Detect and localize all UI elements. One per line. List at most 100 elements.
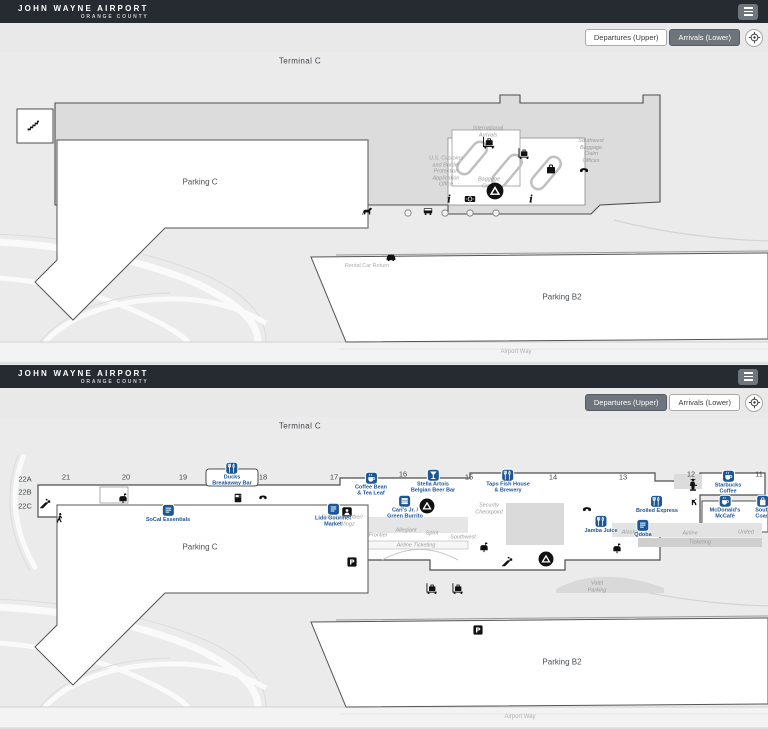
arrivals-lower-button[interactable]: Arrivals (Lower) — [669, 394, 740, 411]
suitcase-icon — [545, 163, 557, 175]
map-label-parking-b2: Parking B2 — [542, 657, 582, 667]
poi-label: Stella Artois Belgian Beer Bar — [410, 481, 456, 494]
map-label-airport-way: Airport Way — [500, 349, 532, 355]
poi-carl-s-jr-green-burrito[interactable]: Carl's Jr. / Green Burrito — [387, 495, 423, 521]
coffee-icon — [719, 495, 731, 507]
departures-upper-button[interactable]: Departures (Upper) — [584, 394, 668, 411]
stop-icon — [492, 209, 501, 218]
stairs-icon — [27, 119, 40, 132]
dining-icon — [502, 469, 514, 481]
poi-label: Ducks Breakaway Bar — [212, 474, 252, 487]
gate-13: 13 — [618, 472, 628, 482]
poi-coffee-bean-tea-leaf[interactable]: Coffee Bean & Tea Leaf — [354, 472, 388, 498]
currency-icon — [464, 193, 476, 205]
fountain-icon — [689, 496, 699, 506]
bag-icon — [757, 495, 768, 507]
poi-socal-essentials[interactable]: SoCal Essentials — [145, 504, 191, 523]
airport-name: JOHN WAYNE AIRPORT — [18, 368, 149, 378]
coffee-icon — [722, 470, 734, 482]
app-header: JOHN WAYNE AIRPORT ORANGE COUNTY — [0, 0, 768, 23]
departures-upper-button[interactable]: Departures (Upper) — [584, 29, 668, 46]
gate-11: 11 — [755, 469, 763, 479]
locate-button[interactable] — [745, 28, 763, 47]
shuttle-icon — [423, 206, 434, 217]
map-label-spirit: Spirit — [425, 530, 439, 537]
menu-button[interactable] — [738, 3, 758, 20]
gate-18: 18 — [258, 472, 268, 482]
map-label-parking-c: Parking C — [182, 542, 218, 552]
parking-icon — [473, 625, 483, 635]
security-area — [506, 503, 564, 545]
mailbox-icon — [479, 542, 490, 553]
cart-icon — [483, 136, 496, 149]
phone-icon — [258, 494, 268, 504]
map-label-valet: Valet Parking — [587, 580, 607, 593]
dining-icon — [226, 462, 238, 474]
parking-c-building — [34, 504, 369, 686]
poi-label: Starbucks Coffee — [714, 482, 742, 495]
escalator-icon — [39, 498, 51, 510]
gate-16: 16 — [398, 469, 408, 479]
poi-ducks-breakaway-bar[interactable]: Ducks Breakaway Bar — [212, 462, 252, 488]
info-icon — [444, 194, 455, 205]
poi-label: Taps Fish House & Brewery — [486, 481, 530, 494]
poi-label: Lido Gourmet Market — [314, 515, 352, 528]
poi-label: Broiled Express — [636, 507, 678, 514]
map-label-security: Security Checkpoint — [475, 502, 503, 515]
mailbox-icon — [118, 493, 129, 504]
poi-stella-artois-belgian-beer-bar[interactable]: Stella Artois Belgian Beer Bar — [410, 469, 456, 495]
burger-icon — [399, 495, 411, 507]
atm-icon — [233, 493, 244, 504]
phone-icon — [582, 506, 593, 517]
dog-icon — [361, 205, 373, 217]
locate-icon — [748, 31, 760, 44]
parking-structures — [34, 504, 768, 708]
airport-subtitle: ORANGE COUNTY — [80, 13, 149, 20]
gate-15: 15 — [464, 472, 474, 482]
cart-icon — [426, 582, 438, 594]
map-label-u-s-customs: U.S. Customs and Border Protection Appli… — [429, 155, 463, 188]
mailbox-icon — [612, 543, 623, 554]
market-icon — [162, 504, 174, 516]
airport-logo: JOHN WAYNE AIRPORT ORANGE COUNTY — [18, 4, 149, 20]
poi-south-coast[interactable]: South Coast — [755, 495, 768, 521]
dining-icon — [651, 495, 663, 507]
map-label-united: United — [738, 529, 754, 536]
airport-logo: JOHN WAYNE AIRPORT ORANGE COUNTY — [18, 369, 149, 385]
valet-parking-area — [556, 576, 664, 593]
arrivals-lower-button[interactable]: Arrivals (Lower) — [669, 29, 740, 46]
map-label-parking-c: Parking C — [182, 177, 218, 187]
level-toggle: Departures (Upper) Arrivals (Lower) — [584, 29, 740, 46]
dining-icon — [595, 515, 607, 527]
poi-label: McDonald's McCafé — [709, 507, 741, 520]
poi-label: Coffee Bean & Tea Leaf — [354, 484, 388, 497]
poi-qdoba[interactable]: Qdoba — [634, 519, 652, 538]
cart-icon — [518, 147, 530, 159]
map-label-parking-b2: Parking B2 — [542, 292, 582, 302]
parking-icon — [347, 557, 357, 567]
parking-structures — [34, 139, 768, 343]
poi-taps-fish-house-brewery[interactable]: Taps Fish House & Brewery — [486, 469, 530, 495]
stop-icon — [404, 209, 413, 218]
poi-starbucks-coffee[interactable]: Starbucks Coffee — [708, 470, 748, 496]
phone-icon — [579, 167, 590, 178]
menu-button[interactable] — [738, 368, 758, 385]
map-view-departures: JOHN WAYNE AIRPORT ORANGE COUNTY Departu… — [0, 365, 768, 729]
poi-broiled-express[interactable]: Broiled Express — [636, 495, 678, 514]
map-label-airport-way: Airport Way — [504, 714, 536, 720]
airport-subtitle: ORANGE COUNTY — [80, 378, 149, 385]
poi-lido-gourmet-market[interactable]: Lido Gourmet Market — [314, 503, 352, 529]
map-canvas-departures[interactable]: Terminal C Parking C Parking B2 Airport Way… — [0, 417, 768, 729]
poi-label: SoCal Essentials — [145, 516, 191, 523]
poi-jamba-juice[interactable]: Jamba Juice — [584, 515, 618, 534]
gate-14: 14 — [548, 472, 558, 482]
map-label-southwest: Southwest Baggage Claim Offices — [578, 137, 604, 164]
locate-button[interactable] — [745, 393, 763, 412]
poi-mcdonald-s-mccaf[interactable]: McDonald's McCafé — [709, 495, 741, 521]
map-label-terminal-c: Terminal C — [278, 421, 322, 431]
poi-label: Jamba Juice — [584, 527, 618, 534]
map-label-rental-car-return: Rental Car Return — [344, 263, 390, 269]
roads — [0, 219, 768, 364]
